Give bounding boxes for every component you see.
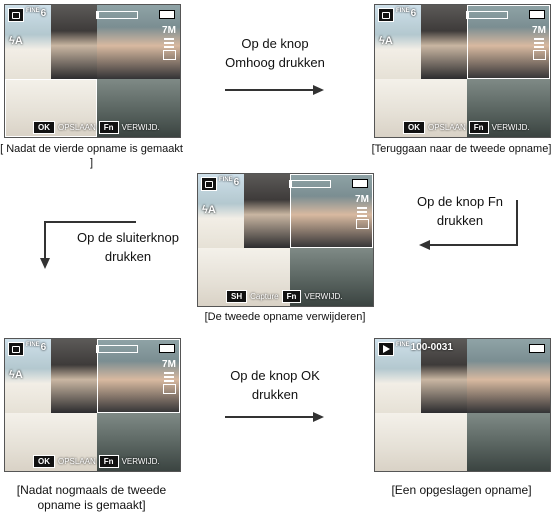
battery-icon: [159, 10, 175, 19]
side-status: 7M: [162, 25, 176, 62]
metering-icon: [162, 384, 176, 394]
shutter-button[interactable]: SH: [226, 290, 248, 303]
memory-gauge: [96, 345, 138, 353]
metering-icon: [355, 219, 369, 229]
ok-button[interactable]: OK: [403, 121, 425, 134]
caption-2: [Teruggaan naar de tweede opname]: [371, 143, 552, 155]
ok-button[interactable]: OK: [33, 121, 55, 134]
ok-button[interactable]: OK: [33, 455, 55, 468]
button-bar: OK OPSLAAN Fn VERWIJD.: [403, 121, 530, 134]
fn-button[interactable]: Fn: [98, 455, 119, 468]
selection-frame: [97, 339, 180, 413]
instruction-2: Op de knop Fn drukken: [417, 194, 503, 228]
shot-counter: FINE6: [26, 8, 47, 19]
arrow-down-left-icon: [419, 200, 518, 250]
photo-tile-2: [244, 174, 290, 248]
camera-screen-4: FINE6 7M ϟA OK OPSLAAN Fn VERWIJD.: [4, 338, 181, 472]
photo-tile-2: [421, 339, 467, 413]
fn-button[interactable]: Fn: [98, 121, 119, 134]
memory-gauge: [96, 11, 138, 19]
arrow-left-down-icon: [40, 221, 136, 269]
file-number: FINE100-0031: [396, 342, 453, 353]
camera-screen-2: FINE6 7M ϟA OK OPSLAAN Fn VERWIJD.: [374, 4, 551, 138]
flash-icon: ϟA: [379, 35, 393, 47]
play-mode-icon: [378, 342, 394, 356]
side-status: 7M: [532, 25, 546, 62]
photo-tile-5: [290, 248, 373, 306]
caption-1: [ Nadat de vierde opname is gemaakt ]: [0, 143, 183, 169]
quality-icon: [534, 38, 544, 48]
quality-icon: [164, 38, 174, 48]
fn-button-label: VERWIJD.: [304, 292, 343, 301]
battery-icon: [352, 179, 368, 188]
button-bar: SH Capture Fn VERWIJD.: [226, 290, 342, 303]
fn-button-label: VERWIJD.: [121, 457, 160, 466]
selection-frame: [467, 5, 550, 79]
resolution-label: 7M: [162, 359, 176, 370]
resolution-label: 7M: [355, 194, 369, 205]
caption-4: [Nadat nogmaals de tweede opname is gema…: [16, 483, 167, 512]
fn-button[interactable]: Fn: [468, 121, 489, 134]
flash-icon: ϟA: [9, 35, 23, 47]
battery-icon: [529, 10, 545, 19]
battery-icon: [159, 344, 175, 353]
photo-tile-5: [467, 413, 550, 471]
photo-tile-2: [51, 5, 97, 79]
quality-icon: [164, 372, 174, 382]
camera-screen-5: FINE100-0031: [374, 338, 551, 472]
photo-tile-2: [51, 339, 97, 413]
flash-icon: ϟA: [202, 204, 216, 216]
side-status: 7M: [355, 194, 369, 231]
camera-mode-icon: [8, 8, 24, 22]
flash-icon: ϟA: [9, 369, 23, 381]
caption-3: [De tweede opname verwijderen]: [204, 311, 366, 323]
metering-icon: [162, 50, 176, 60]
selection-frame: [290, 174, 373, 248]
ok-button-label: OPSLAAN: [58, 123, 96, 132]
quality-icon: [357, 207, 367, 217]
caption-5: [Een opgeslagen opname]: [391, 483, 532, 497]
camera-mode-icon: [201, 177, 217, 191]
metering-icon: [532, 50, 546, 60]
battery-icon: [529, 344, 545, 353]
shot-counter: FINE6: [26, 342, 47, 353]
button-bar: OK OPSLAAN Fn VERWIJD.: [33, 121, 160, 134]
arrow-right-icon: [225, 412, 324, 422]
camera-screen-3: FINE6 7M ϟA SH Capture Fn VERWIJD.: [197, 173, 374, 307]
ok-button-label: OPSLAAN: [58, 457, 96, 466]
button-bar: OK OPSLAAN Fn VERWIJD.: [33, 455, 160, 468]
side-status: 7M: [162, 359, 176, 396]
camera-mode-icon: [8, 342, 24, 356]
resolution-label: 7M: [162, 25, 176, 36]
instruction-4: Op de knop OK drukken: [230, 368, 320, 402]
resolution-label: 7M: [532, 25, 546, 36]
arrow-right-icon: [225, 85, 324, 95]
shot-counter: FINE6: [219, 177, 240, 188]
camera-mode-icon: [378, 8, 394, 22]
fn-button-label: VERWIJD.: [121, 123, 160, 132]
instruction-3: Op de sluiterknop drukken: [77, 230, 179, 264]
memory-gauge: [466, 11, 508, 19]
photo-tile-2: [421, 5, 467, 79]
fn-button[interactable]: Fn: [281, 290, 302, 303]
ok-button-label: OPSLAAN: [428, 123, 466, 132]
selection-frame: [5, 79, 97, 137]
memory-gauge: [289, 180, 331, 188]
photo-tile-4: [375, 413, 467, 471]
shot-counter: FINE6: [396, 8, 417, 19]
fn-button-label: VERWIJD.: [491, 123, 530, 132]
camera-screen-1: FINE6 7M ϟA OK OPSLAAN Fn VERWIJD.: [4, 4, 181, 138]
shutter-button-label: Capture: [250, 292, 279, 301]
instruction-1: Op de knop Omhoog drukken: [225, 36, 325, 70]
